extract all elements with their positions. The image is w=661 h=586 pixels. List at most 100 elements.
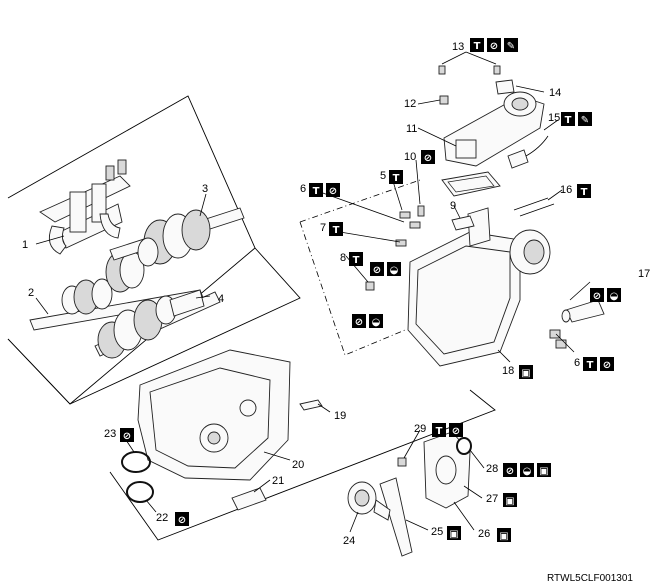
callout-labels: 1 2 3 4 5 6 6 7 8 9 10 11 12 13 14 15 16… <box>22 41 650 547</box>
svg-text:✎: ✎ <box>581 115 589 126</box>
svg-text:▣: ▣ <box>539 466 548 477</box>
callout-19: 19 <box>334 410 346 422</box>
grease-icon: ▣ <box>503 493 517 507</box>
svg-text:T: T <box>474 41 481 52</box>
svg-text:T: T <box>436 426 443 437</box>
torque-icon: T <box>349 252 363 266</box>
reference-code: RTWL5CLF001301 <box>547 573 633 584</box>
callout-8: 8 <box>340 252 346 264</box>
extension-group-frame <box>299 179 421 356</box>
no-reuse-icon: ⊘ <box>370 262 384 276</box>
torque-icon: T <box>470 38 484 52</box>
svg-text:⊘: ⊘ <box>593 291 601 302</box>
grease-icon: ▣ <box>447 526 461 540</box>
torque-icon: T <box>561 112 575 126</box>
callout-1: 1 <box>22 239 28 251</box>
shift-lever-housing <box>443 79 545 167</box>
torque-icon: T <box>577 184 591 198</box>
counter-shaft <box>29 251 205 331</box>
svg-text:⊘: ⊘ <box>373 265 381 276</box>
callout-4: 4 <box>218 293 224 305</box>
svg-text:✎: ✎ <box>507 41 515 52</box>
torque-icon: T <box>329 222 343 236</box>
svg-text:⊘: ⊘ <box>178 515 186 526</box>
svg-text:◒: ◒ <box>372 317 381 328</box>
o-rings <box>121 451 154 503</box>
svg-text:⊘: ⊘ <box>603 360 611 371</box>
callout-10: 10 <box>404 151 416 163</box>
sensor-17 <box>561 299 605 323</box>
callout-7: 7 <box>320 222 326 234</box>
callout-6a: 6 <box>300 183 306 195</box>
gear-group-frame <box>7 95 301 405</box>
svg-text:⊘: ⊘ <box>424 153 432 164</box>
no-reuse-icon: ⊘ <box>449 423 463 437</box>
callout-11: 11 <box>406 123 417 135</box>
svg-text:▣: ▣ <box>499 531 508 542</box>
plug-19 <box>299 399 323 411</box>
bracket-9 <box>451 215 475 231</box>
callout-16: 16 <box>560 184 572 196</box>
symbol-layer: TT⊘T⊘TT⊘T⊘✎T✎T▣⊘⊘▣▣▣⊘◒▣T⊘⊘◒⊘◒⊘◒ <box>120 38 621 542</box>
svg-text:⊘: ⊘ <box>329 186 337 197</box>
transmission-case <box>137 349 291 481</box>
torque-icon: T <box>389 170 403 184</box>
svg-text:⊘: ⊘ <box>506 466 514 477</box>
housing-group-frame <box>109 389 496 541</box>
svg-text:▣: ▣ <box>449 529 458 540</box>
switch-15 <box>507 135 549 169</box>
callout-2: 2 <box>28 287 34 299</box>
no-reuse-icon: ⊘ <box>326 183 340 197</box>
no-reuse-icon: ⊘ <box>175 512 189 526</box>
callout-29: 29 <box>414 423 426 435</box>
callout-6b: 6 <box>574 357 580 369</box>
callout-12: 12 <box>404 98 416 110</box>
release-fork-25 <box>373 477 413 557</box>
oil-icon: ◒ <box>369 314 383 328</box>
callout-17: 17 <box>638 268 650 280</box>
svg-text:◒: ◒ <box>523 466 532 477</box>
callout-27: 27 <box>486 493 498 505</box>
callout-24: 24 <box>343 535 355 547</box>
callout-20: 20 <box>292 459 304 471</box>
torque-icon: T <box>583 357 597 371</box>
svg-text:⊘: ⊘ <box>490 41 498 52</box>
callout-15: 15 <box>548 112 560 124</box>
bolt-29 <box>397 457 407 467</box>
no-reuse-icon: ⊘ <box>590 288 604 302</box>
svg-text:◒: ◒ <box>610 291 619 302</box>
no-reuse-icon: ⊘ <box>503 463 517 477</box>
svg-text:T: T <box>313 186 320 197</box>
callout-26: 26 <box>478 528 490 540</box>
svg-text:T: T <box>333 225 340 236</box>
torque-icon: T <box>432 423 446 437</box>
no-reuse-icon: ⊘ <box>600 357 614 371</box>
no-reuse-icon: ⊘ <box>352 314 366 328</box>
callout-9: 9 <box>450 200 456 212</box>
output-shaft <box>94 289 221 359</box>
torque-icon: T <box>309 183 323 197</box>
sealant-icon: ✎ <box>578 112 592 126</box>
bolts <box>365 65 567 349</box>
callout-13: 13 <box>452 41 464 53</box>
svg-text:⊘: ⊘ <box>355 317 363 328</box>
release-bearing-24 <box>347 481 377 515</box>
svg-text:⊘: ⊘ <box>123 431 131 442</box>
sealant-icon: ✎ <box>504 38 518 52</box>
oil-icon: ◒ <box>607 288 621 302</box>
no-reuse-icon: ⊘ <box>120 428 134 442</box>
shift-fork-assembly <box>39 159 131 255</box>
svg-text:T: T <box>587 360 594 371</box>
svg-text:T: T <box>581 187 588 198</box>
callout-18: 18 <box>502 365 514 377</box>
callout-3: 3 <box>202 183 208 195</box>
svg-text:T: T <box>393 173 400 184</box>
callout-14: 14 <box>549 87 561 99</box>
svg-text:T: T <box>353 255 360 266</box>
svg-text:⊘: ⊘ <box>452 426 460 437</box>
callout-22: 22 <box>156 512 168 524</box>
svg-text:◒: ◒ <box>390 265 399 276</box>
callout-28: 28 <box>486 463 498 475</box>
callout-21: 21 <box>272 475 284 487</box>
